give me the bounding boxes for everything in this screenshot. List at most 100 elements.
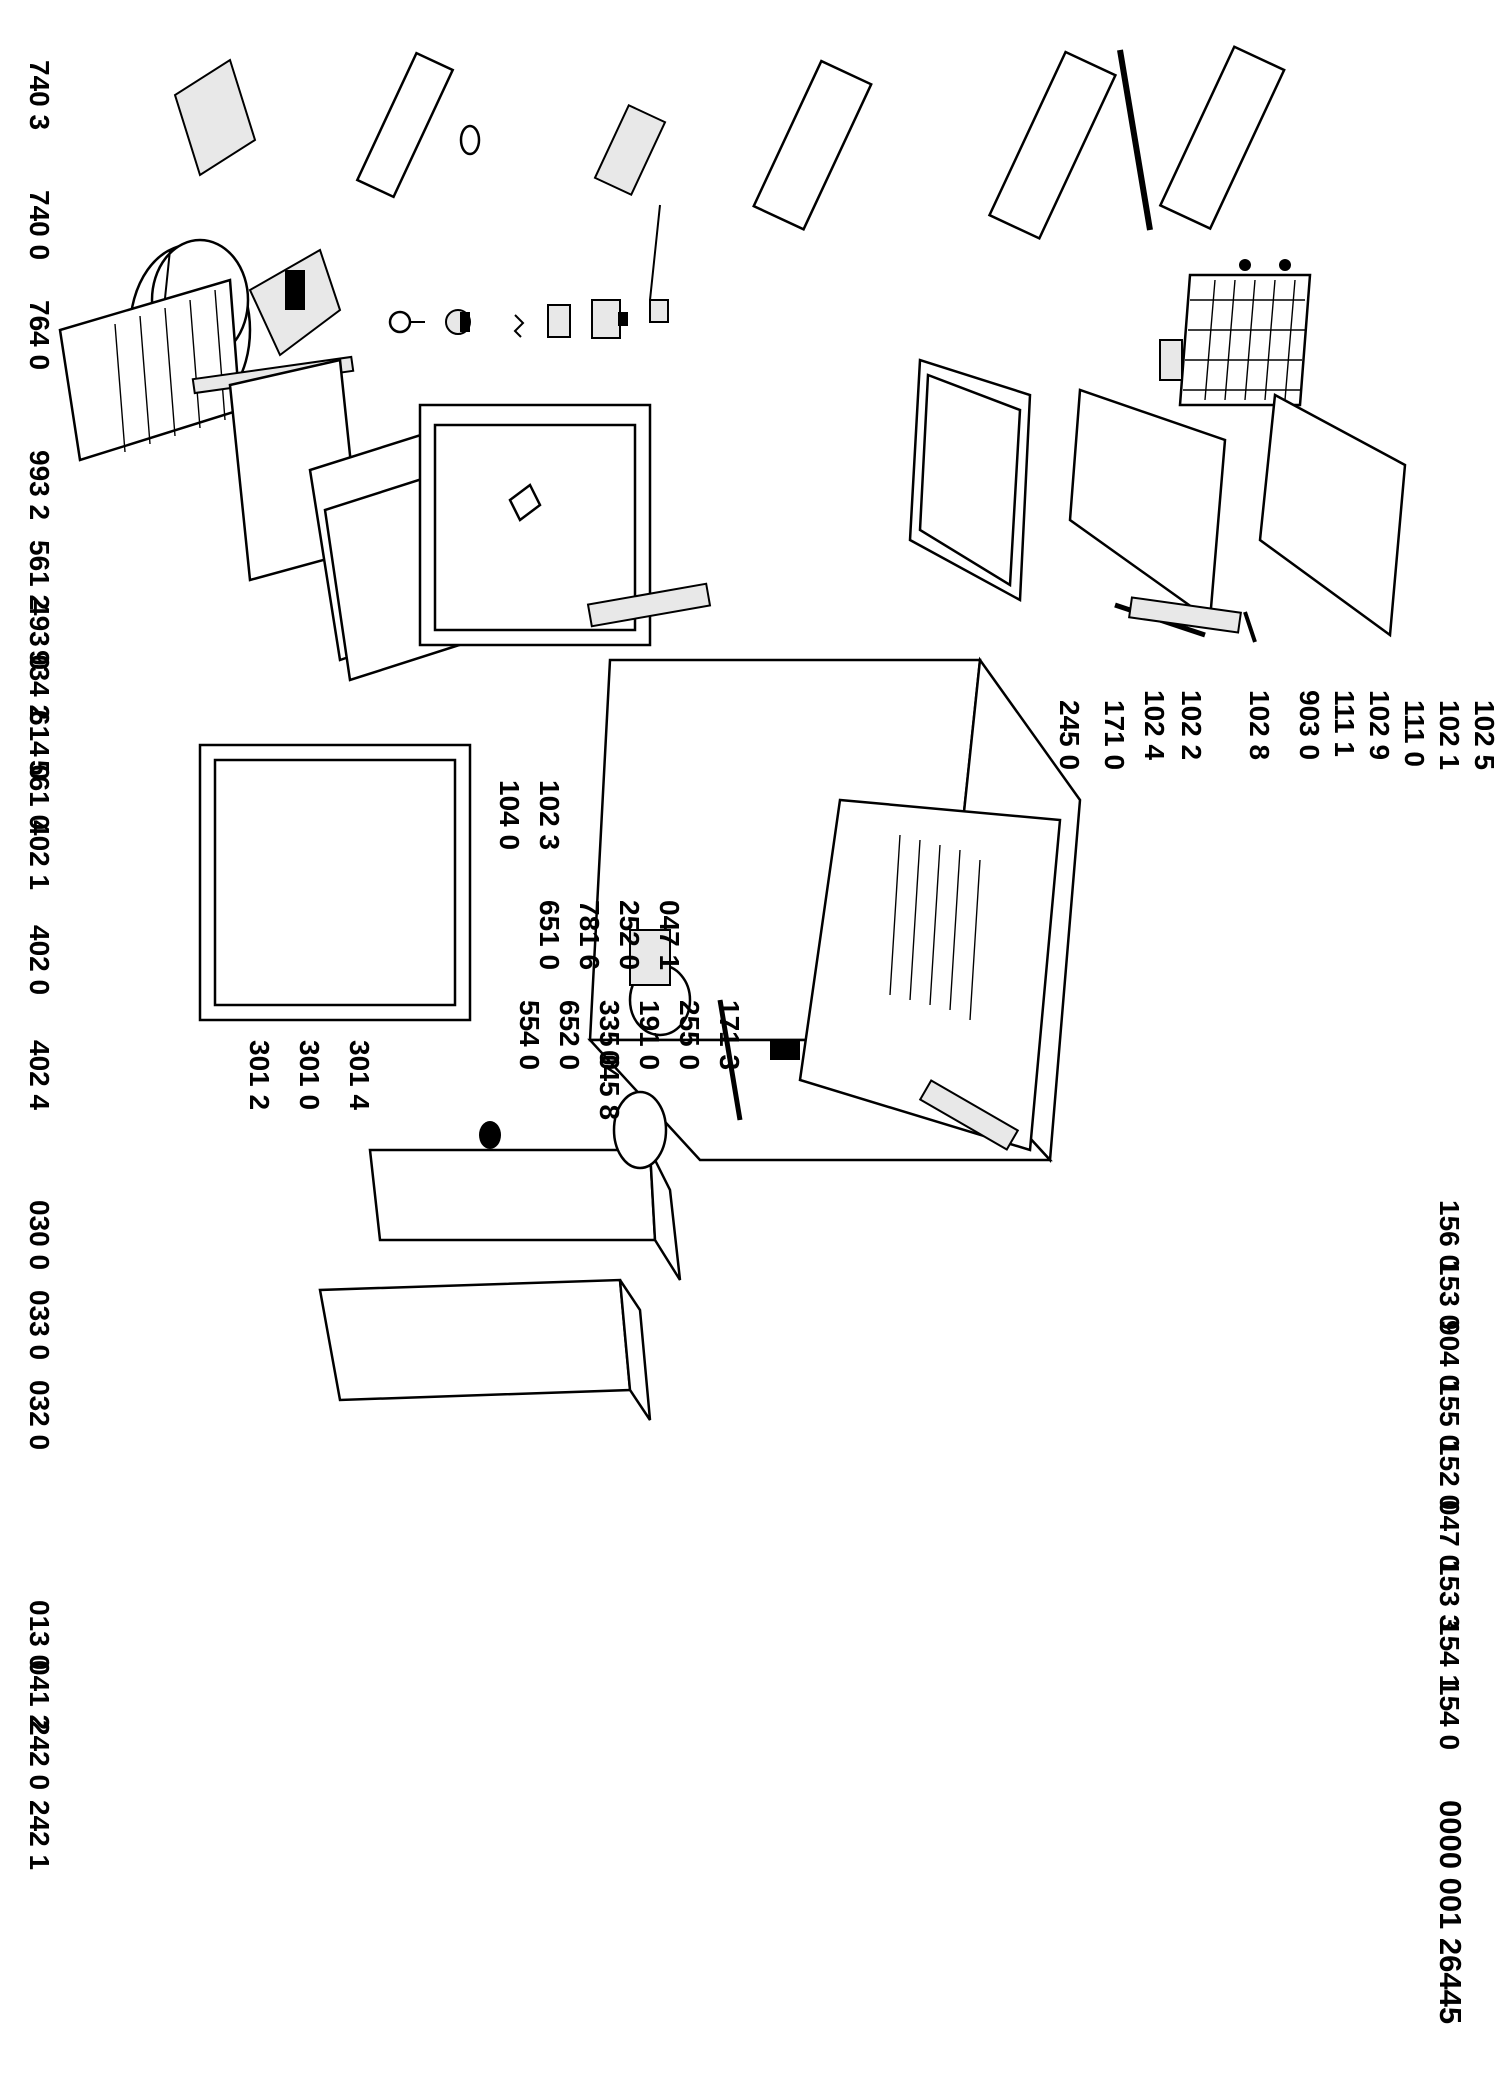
svg-text:561 2: 561 2: [24, 540, 55, 610]
svg-text:904 0: 904 0: [1434, 1320, 1465, 1390]
framed-shelf: [908, 358, 1032, 603]
label-1024: 102 4: [1139, 690, 1170, 760]
label-0300: 030 0: [24, 1200, 55, 1270]
label-6520: 652 0: [554, 1000, 585, 1070]
door-shelf: [752, 59, 873, 231]
svg-text:102 2: 102 2: [1176, 690, 1207, 760]
compressor-mount: [248, 248, 342, 357]
label-6510: 651 0: [534, 900, 565, 970]
svg-text:740 0: 740 0: [24, 190, 55, 260]
svg-text:651 0: 651 0: [534, 900, 565, 970]
label-1025: 102 5: [1469, 700, 1500, 770]
thermostat-capillary: [648, 204, 669, 323]
label-4021: 402 1: [24, 820, 55, 890]
label-1110: 111 0: [1399, 700, 1430, 767]
door-stop: [508, 483, 542, 522]
svg-text:764 0: 764 0: [24, 300, 55, 370]
label-1540: 154 0: [1434, 1680, 1465, 1750]
lamp-holder: [388, 310, 425, 334]
drain-tube: [717, 999, 743, 1121]
evaporator-panel: [1178, 259, 1312, 407]
label-6140: 614 0: [24, 710, 55, 780]
shelf-rail: [1117, 49, 1153, 231]
svg-text:242 1: 242 1: [24, 1800, 55, 1870]
svg-text:301 4: 301 4: [344, 1040, 375, 1110]
svg-text:493 0: 493 0: [24, 600, 55, 670]
svg-text:104 0: 104 0: [494, 780, 525, 850]
svg-text:255 0: 255 0: [674, 1000, 705, 1070]
svg-text:032 0: 032 0: [24, 1380, 55, 1450]
label-7403: 740 3: [24, 60, 55, 130]
label-5540: 554 0: [514, 1000, 545, 1070]
svg-text:561 0: 561 0: [24, 760, 55, 830]
wire-clip: [513, 314, 525, 338]
thermostat-housing: [628, 929, 692, 1037]
svg-text:102 3: 102 3: [534, 780, 565, 850]
label-1530: 153 0: [1434, 1260, 1465, 1330]
wire-rack: [58, 278, 242, 462]
label-1713: 171 3: [714, 1000, 745, 1070]
label-1533: 153 3: [1434, 1560, 1465, 1630]
label-2421: 242 1: [24, 1800, 55, 1870]
label-1560: 156 0: [1434, 1200, 1465, 1270]
svg-text:047 0: 047 0: [1434, 1500, 1465, 1570]
svg-text:102 4: 102 4: [1139, 690, 1170, 760]
door-shelf-deep: [987, 50, 1118, 241]
svg-text:252 0: 252 0: [614, 900, 645, 970]
label-5610: 561 0: [24, 760, 55, 830]
svg-text:934 2: 934 2: [24, 650, 55, 720]
svg-text:554 0: 554 0: [514, 1000, 545, 1070]
svg-text:041 2: 041 2: [24, 1660, 55, 1730]
label-2550: 255 0: [674, 1000, 705, 1070]
drawing-code: 0000 001 26445: [1433, 1800, 1468, 2024]
button-cap: [459, 124, 481, 156]
door-panel: [418, 403, 652, 647]
label-0412: 041 2: [24, 1660, 55, 1730]
foot-front: [479, 1121, 501, 1149]
svg-text:614 0: 614 0: [24, 710, 55, 780]
svg-text:156 0: 156 0: [1434, 1200, 1465, 1270]
label-1550: 155 0: [1434, 1380, 1465, 1450]
label-1028: 102 8: [1244, 690, 1275, 760]
label-9030: 903 0: [1294, 690, 1325, 760]
svg-text:301 2: 301 2: [244, 1040, 275, 1110]
svg-text:0000 001 26445: 0000 001 26445: [1433, 1800, 1468, 2024]
glass-shelf-middle: [1068, 388, 1227, 623]
label-3350: 335 0: [594, 1000, 625, 1070]
label-1021: 102 1: [1434, 700, 1465, 770]
cabinet: [587, 656, 1082, 1163]
svg-text:301 0: 301 0: [294, 1040, 325, 1110]
label-9932: 993 2: [24, 450, 55, 520]
label-1040: 104 0: [494, 780, 525, 850]
svg-text:111 0: 111 0: [1399, 700, 1430, 767]
label-0458: 045 8: [594, 1050, 625, 1120]
svg-text:402 0: 402 0: [24, 925, 55, 995]
svg-text:154 1: 154 1: [1434, 1620, 1465, 1690]
label-0471: 047 1: [654, 900, 685, 970]
svg-text:993 2: 993 2: [24, 450, 55, 520]
label-3014: 301 4: [344, 1040, 375, 1110]
shelf-trims: [1114, 596, 1257, 643]
svg-text:102 9: 102 9: [1364, 690, 1395, 760]
label-9040: 904 0: [1434, 1320, 1465, 1390]
label-1520: 152 0: [1434, 1440, 1465, 1510]
svg-text:191 0: 191 0: [634, 1000, 665, 1070]
label-3012: 301 2: [244, 1040, 275, 1110]
svg-text:152 0: 152 0: [1434, 1440, 1465, 1510]
svg-text:154 0: 154 0: [1434, 1680, 1465, 1750]
svg-text:033 0: 033 0: [24, 1290, 55, 1360]
label-0470: 047 0: [1434, 1500, 1465, 1570]
svg-text:245 0: 245 0: [1054, 700, 1085, 770]
label-1710: 171 0: [1099, 700, 1130, 770]
overload-block: [547, 304, 571, 338]
svg-text:402 4: 402 4: [24, 1040, 55, 1110]
label-1541: 154 1: [1434, 1620, 1465, 1690]
label-0330: 033 0: [24, 1290, 55, 1360]
svg-text:102 1: 102 1: [1434, 700, 1465, 770]
label-4024: 402 4: [24, 1040, 55, 1110]
label-4930: 493 0: [24, 600, 55, 670]
svg-text:652 0: 652 0: [554, 1000, 585, 1070]
svg-text:171 0: 171 0: [1099, 700, 1130, 770]
